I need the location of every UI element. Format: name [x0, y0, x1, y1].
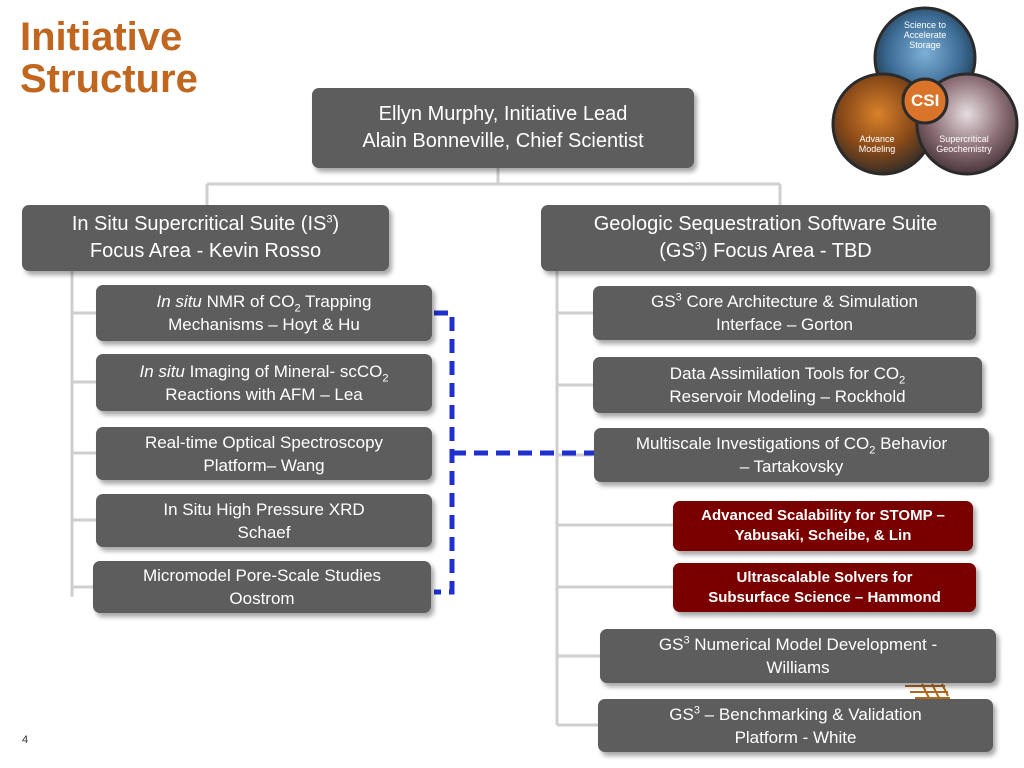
gs3-suffix: ) Focus Area - TBD	[700, 240, 872, 262]
afm-subscript: 2	[382, 371, 389, 384]
optical-line-2: Platform– Wang	[203, 455, 325, 475]
multiscale-text-a: Multiscale Investigations of CO	[635, 434, 870, 453]
logo-top-label-3: Storage	[909, 40, 941, 50]
gs3-prefix: (GS	[659, 240, 695, 262]
bench-line-2: Platform - White	[734, 727, 857, 747]
gs3-superscript: 3	[694, 240, 701, 253]
lead-line-1: Ellyn Murphy, Initiative Lead	[378, 103, 628, 125]
project-box-multiscale: Multiscale Investigations of CO2 Behavio…	[594, 428, 989, 482]
is3-superscript: 3	[326, 213, 333, 226]
is3-lead-line: Focus Area - Kevin Rosso	[89, 240, 322, 262]
nmr-text-b: Trapping	[300, 292, 372, 311]
optical-line-1: Real-time Optical Spectroscopy	[144, 432, 384, 452]
stomp-line-2: Yabusaki, Scheibe, & Lin	[734, 527, 912, 544]
project-box-afm: In situ Imaging of Mineral- scCO2 Reacti…	[96, 354, 432, 411]
numerical-superscript: 3	[683, 634, 690, 647]
is3-title-close: )	[332, 213, 340, 235]
gs3-lead-line: (GS3) Focus Area - TBD	[659, 238, 871, 265]
slide-title: Initiative Structure	[20, 16, 198, 100]
project-box-stomp-scalability: Advanced Scalability for STOMP – Yabusak…	[673, 501, 973, 551]
logo-right-label-2: Geochemistry	[936, 144, 992, 154]
multiscale-text-b: Behavior	[875, 434, 948, 453]
bench-superscript: 3	[693, 703, 700, 716]
project-box-optical-spectroscopy: Real-time Optical Spectroscopy Platform–…	[96, 427, 432, 480]
assim-subscript: 2	[899, 374, 906, 387]
stomp-line-1: Advanced Scalability for STOMP –	[701, 507, 945, 524]
logo-right-label-1: Supercritical	[939, 134, 989, 144]
logo-left-label-1: Advance	[859, 134, 895, 144]
csi-logo: Science to Accelerate Storage CSI Advanc…	[830, 4, 1020, 184]
core-superscript: 3	[675, 291, 682, 304]
logo-center-label: CSI	[911, 91, 940, 110]
project-box-micromodel: Micromodel Pore-Scale Studies Oostrom	[93, 561, 431, 613]
initiative-lead-box: Ellyn Murphy, Initiative Lead Alain Bonn…	[312, 88, 694, 168]
page-number: 4	[22, 734, 29, 746]
afm-text-a: Imaging of Mineral- scCO	[184, 361, 383, 381]
logo-top-label-1: Science to	[903, 20, 947, 30]
gs3-title-line: Geologic Sequestration Software Suite	[593, 213, 938, 235]
afm-line-2: Reactions with AFM – Lea	[165, 384, 363, 404]
nmr-line-2: Mechanisms – Hoyt & Hu	[168, 315, 360, 334]
multiscale-line-2: – Tartakovsky	[739, 457, 844, 476]
project-box-nmr: In situ NMR of CO2 Trapping Mechanisms –…	[96, 285, 432, 341]
assim-line-2: Reservoir Modeling – Rockhold	[669, 387, 906, 406]
csi-logo-graphic	[831, 6, 1019, 176]
is3-title-text: In Situ Supercritical Suite (IS	[71, 213, 327, 235]
title-line-2: Structure	[20, 57, 198, 101]
core-text: Core Architecture & Simulation	[681, 292, 918, 311]
project-box-data-assimilation: Data Assimilation Tools for CO2 Reservoi…	[593, 357, 982, 413]
core-gs: GS	[651, 292, 676, 311]
numerical-gs: GS	[658, 635, 684, 654]
nmr-text-a: NMR of CO	[201, 292, 295, 311]
multiscale-subscript: 2	[869, 444, 876, 457]
dashed-link	[434, 310, 594, 595]
lead-line-2: Alain Bonneville, Chief Scientist	[362, 130, 644, 152]
project-box-numerical-model: GS3 Numerical Model Development - Willia…	[600, 629, 996, 683]
project-box-xrd: In Situ High Pressure XRD Schaef	[96, 494, 432, 547]
afm-italic: In situ	[139, 361, 185, 381]
project-box-ultrascalable-solvers: Ultrascalable Solvers for Subsurface Sci…	[673, 563, 976, 612]
numerical-text: Numerical Model Development -	[689, 635, 938, 654]
project-box-benchmarking: GS3 – Benchmarking & Validation Platform…	[598, 699, 993, 752]
core-line-2: Interface – Gorton	[715, 315, 854, 334]
is3-focus-area-box: In Situ Supercritical Suite (IS3) Focus …	[22, 205, 389, 271]
lattice-decoration	[905, 683, 950, 701]
assim-text: Data Assimilation Tools for CO	[669, 364, 900, 383]
nmr-subscript: 2	[294, 302, 301, 315]
bench-gs: GS	[669, 704, 694, 724]
title-line-1: Initiative	[20, 15, 183, 59]
micromodel-line-1: Micromodel Pore-Scale Studies	[142, 566, 382, 585]
logo-left-label-2: Modeling	[858, 144, 896, 154]
gs3-focus-area-box: Geologic Sequestration Software Suite (G…	[541, 205, 990, 271]
solvers-line-1: Ultrascalable Solvers for	[736, 568, 913, 586]
nmr-italic: In situ	[156, 292, 202, 311]
xrd-line-1: In Situ High Pressure XRD	[163, 499, 365, 519]
solvers-line-2: Subsurface Science – Hammond	[708, 588, 941, 606]
numerical-line-2: Williams	[766, 658, 830, 677]
xrd-line-2: Schaef	[237, 522, 291, 542]
logo-top-label-2: Accelerate	[903, 30, 947, 40]
project-box-core-architecture: GS3 Core Architecture & Simulation Inter…	[593, 286, 976, 340]
micromodel-line-2: Oostrom	[229, 589, 295, 608]
bench-text: – Benchmarking & Validation	[699, 704, 922, 724]
is3-title-line: In Situ Supercritical Suite (IS3)	[72, 211, 339, 238]
